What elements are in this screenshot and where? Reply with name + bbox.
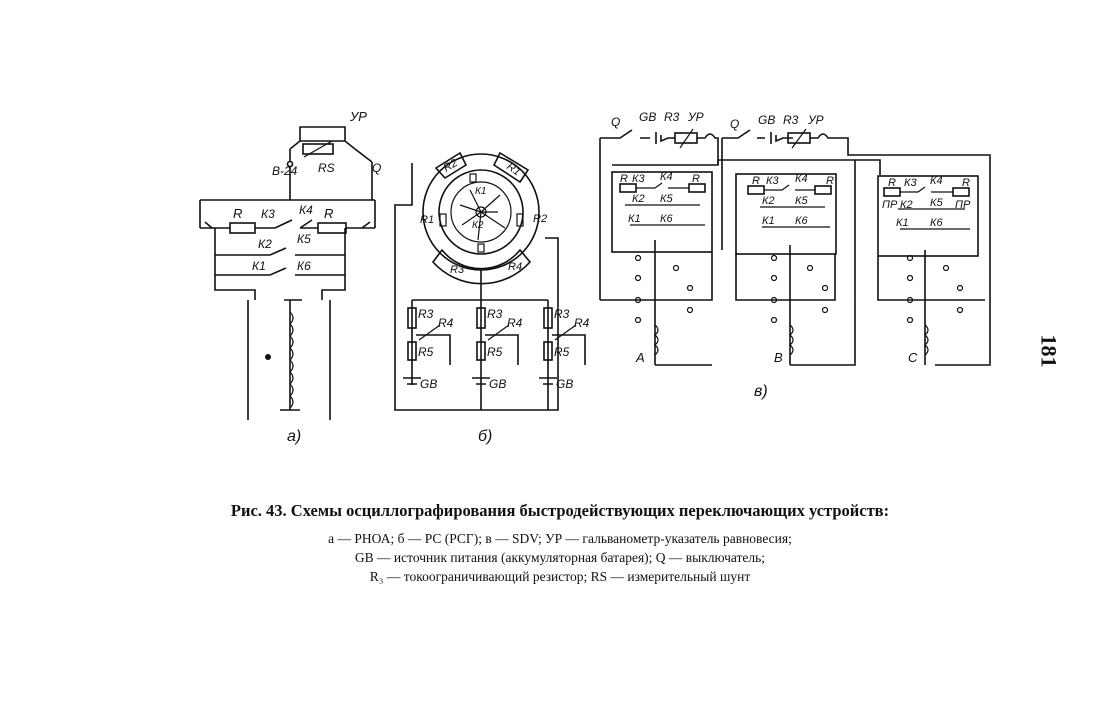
unit-a-r-left: R: [620, 173, 628, 185]
panel-c-schematic: Q GB R3 УР Q GB R3 УР R К3 К4 R К2 К5 К1…: [599, 110, 991, 400]
ring-label-r1-left: R1: [420, 214, 434, 226]
unit-a-k2: К2: [632, 193, 645, 205]
label-r3-2: R3: [783, 113, 799, 127]
unit-c-k2: К2: [900, 199, 913, 211]
label-k6: К6: [297, 259, 311, 273]
unit-c-pr-left: ПР: [882, 199, 898, 211]
unit-b-k3: К3: [766, 175, 779, 187]
label-yp-2: УР: [807, 113, 824, 127]
branch3-r5: R5: [554, 345, 570, 359]
branch1-gb: GB: [420, 377, 437, 391]
figure-caption-line-3: R₃ — токоограничивающий резистор; RS — и…: [369, 569, 751, 584]
unit-c-k3: К3: [904, 177, 917, 189]
figure-caption-title: Рис. 43. Схемы осциллографирования быстр…: [230, 501, 890, 520]
label-q-2: Q: [730, 117, 739, 131]
unit-b-k1: К1: [762, 215, 775, 227]
page-number: 181: [1036, 334, 1062, 368]
unit-c-k6: К6: [930, 217, 943, 229]
label-k3: К3: [261, 207, 275, 221]
unit-c-pr-right: ПР: [955, 199, 971, 211]
figure-caption-line-1: а — РНОА; б — РС (РСГ); в — SDV; УР — га…: [328, 531, 792, 546]
branch1-r4: R4: [438, 316, 454, 330]
branch3-gb: GB: [556, 377, 573, 391]
figure-caption-line-2: GB — источник питания (аккумуляторная ба…: [354, 550, 766, 565]
ring-label-r1-top: R1: [504, 161, 522, 179]
ring-label-k1: К1: [475, 186, 486, 197]
phase-b: В: [774, 350, 783, 365]
panel-a-schematic: УР RS В-24 Q R К3 К4 R К2 К5 К1 К6 а): [199, 109, 381, 445]
label-rs: RS: [318, 161, 335, 175]
label-yp: УР: [349, 109, 367, 124]
unit-b-r-right: R: [826, 175, 834, 187]
panel-b-schematic: R2 R1 R1 R2 R3 R4 К1 К2 R3 R4 R5 GB R3 R…: [394, 151, 590, 445]
subfig-a: а): [287, 428, 301, 445]
branch1-r5: R5: [418, 345, 434, 359]
subfig-b: б): [478, 428, 492, 445]
label-yp-1: УР: [687, 110, 704, 124]
label-k4: К4: [299, 203, 313, 217]
unit-b-k2: К2: [762, 195, 775, 207]
unit-c-k1: К1: [896, 217, 909, 229]
subfig-c: в): [754, 383, 768, 400]
branch3-r3: R3: [554, 307, 570, 321]
phase-a: A: [635, 350, 645, 365]
unit-c-r-left: R: [888, 177, 896, 189]
label-k1: К1: [252, 259, 266, 273]
branch2-r3: R3: [487, 307, 503, 321]
label-r3-1: R3: [664, 110, 680, 124]
label-r-right: R: [324, 206, 333, 221]
unit-c-k4: К4: [930, 175, 943, 187]
label-r-left: R: [233, 206, 242, 221]
unit-a-k6: К6: [660, 213, 673, 225]
label-k5: К5: [297, 232, 311, 246]
ring-label-r3: R3: [450, 264, 465, 276]
unit-c-k5: К5: [930, 197, 943, 209]
unit-a-k4: К4: [660, 171, 673, 183]
label-q-1: Q: [611, 115, 620, 129]
branch2-gb: GB: [489, 377, 506, 391]
ring-label-k2: К2: [472, 220, 484, 231]
label-b24: В-24: [272, 164, 298, 178]
unit-b-k4: К4: [795, 173, 808, 185]
label-gb-1: GB: [639, 110, 656, 124]
branch1-r3: R3: [418, 307, 434, 321]
branch3-r4: R4: [574, 316, 590, 330]
unit-a-r-right: R: [692, 173, 700, 185]
phase-c: С: [908, 350, 918, 365]
unit-b-r-left: R: [752, 175, 760, 187]
label-k2: К2: [258, 237, 272, 251]
unit-a-k3: К3: [632, 173, 645, 185]
branch2-r4: R4: [507, 316, 523, 330]
unit-b-k5: К5: [795, 195, 808, 207]
unit-a-k5: К5: [660, 193, 673, 205]
unit-a-k1: К1: [628, 213, 641, 225]
branch2-r5: R5: [487, 345, 503, 359]
ring-label-r2-right: R2: [533, 213, 547, 225]
unit-b-k6: К6: [795, 215, 808, 227]
unit-c-r-right: R: [962, 177, 970, 189]
label-gb-2: GB: [758, 113, 775, 127]
label-q: Q: [372, 161, 381, 175]
ring-label-r4: R4: [508, 261, 522, 273]
